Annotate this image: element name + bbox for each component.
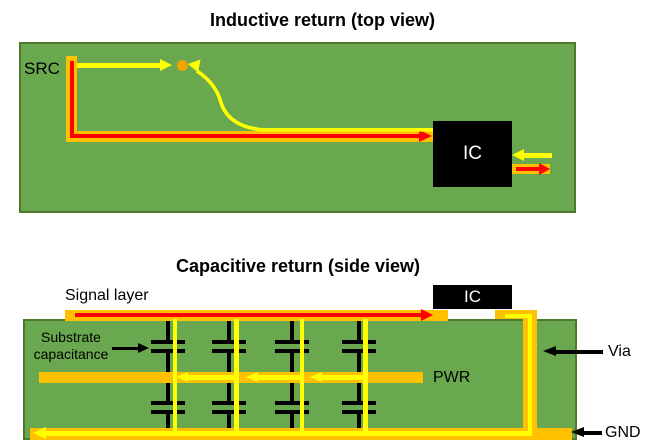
ideal-return-arrowhead [160, 58, 172, 71]
ground-return-arrowhead [33, 427, 46, 440]
ground-pointer-body [584, 431, 602, 435]
displacement-current-line [234, 319, 239, 436]
substrate-capacitor-segment [341, 410, 376, 414]
substrate-capacitor-segment [150, 348, 185, 353]
via-label: Via [608, 343, 631, 360]
substrate-capacitor-segment [211, 348, 246, 353]
substrate-capacitor-segment [356, 319, 361, 340]
signal-current-horizontal [69, 133, 420, 138]
ic-output-current-arrowhead [539, 162, 550, 175]
substrate-capacitor-segment [226, 414, 231, 428]
capacitive-diagram-title: Capacitive return (side view) [175, 256, 421, 276]
power-return-arrow-body-3 [322, 375, 367, 380]
ic-output-current-body [515, 166, 540, 171]
via-return-path-vertical [527, 313, 532, 436]
substrate-capacitor-segment [356, 414, 361, 428]
power-label: PWR [433, 369, 471, 386]
displacement-current-line [172, 319, 178, 436]
substrate-capacitor-segment [211, 410, 246, 414]
ground-label: GND [605, 424, 641, 441]
ic-chip-top-view: IC [433, 121, 512, 187]
substrate-capacitor-segment [226, 352, 231, 372]
substrate-capacitor-segment [150, 401, 185, 405]
signal-current-vertical [69, 61, 74, 136]
substrate-capacitor-segment [150, 340, 185, 344]
substrate-capacitor-segment [165, 382, 170, 401]
substrate-capacitor-segment [275, 410, 309, 414]
signal-current-arrowhead [419, 129, 432, 142]
ic-return-arrowhead [512, 148, 524, 161]
substrate-capacitor-segment [341, 401, 376, 405]
substrate-capacitance-pointer-body [112, 346, 138, 350]
substrate-capacitor-segment [290, 414, 294, 428]
ideal-return-arrow-body [77, 62, 161, 68]
substrate-capacitor-segment [275, 340, 309, 344]
substrate-capacitor-segment [226, 319, 231, 340]
power-return-arrowhead-2 [246, 371, 258, 382]
ground-return-arrow-body [46, 431, 531, 436]
substrate-capacitance-label-line1: Substrate [41, 329, 101, 345]
source-label: SRC [24, 59, 60, 78]
power-return-arrow-body-1 [188, 375, 237, 380]
ic-return-arrow-body [524, 152, 552, 158]
substrate-capacitor-segment [165, 414, 170, 428]
substrate-capacitor-segment [275, 348, 309, 353]
via-pointer-body [556, 350, 603, 354]
substrate-capacitor-segment [275, 401, 309, 405]
substrate-capacitor-segment [165, 319, 170, 340]
via-dot [176, 59, 188, 71]
power-return-arrowhead-1 [176, 371, 188, 382]
signal-layer-current-arrowhead [420, 309, 433, 321]
inductive-diagram-title: Inductive return (top view) [209, 10, 436, 30]
substrate-capacitance-label: Substrate capacitance [25, 329, 117, 363]
ic-chip-side-view: IC [433, 285, 512, 309]
power-return-arrowhead-3 [310, 371, 322, 382]
substrate-capacitor-segment [356, 382, 361, 401]
via-return-path-horizontal [505, 313, 532, 318]
substrate-capacitor-segment [290, 382, 294, 401]
via-pointer-arrowhead [543, 345, 556, 356]
substrate-capacitor-segment [290, 352, 294, 372]
substrate-capacitor-segment [341, 340, 376, 344]
substrate-capacitor-segment [290, 319, 294, 340]
signal-layer-current-body [75, 312, 421, 317]
substrate-capacitance-pointer-arrowhead [138, 342, 149, 353]
displacement-current-line [299, 319, 305, 436]
substrate-capacitor-segment [226, 382, 231, 401]
substrate-capacitor-segment [165, 352, 170, 372]
signal-layer-label: Signal layer [65, 287, 149, 304]
substrate-capacitance-label-line2: capacitance [33, 346, 109, 362]
substrate-capacitor-segment [150, 410, 185, 414]
ground-pointer-arrowhead [571, 426, 584, 437]
substrate-capacitor-segment [356, 352, 361, 372]
substrate-capacitor-segment [341, 348, 376, 353]
substrate-capacitor-segment [211, 340, 246, 344]
substrate-capacitor-segment [211, 401, 246, 405]
power-return-arrow-body-2 [258, 375, 300, 380]
displacement-current-line [363, 319, 368, 436]
